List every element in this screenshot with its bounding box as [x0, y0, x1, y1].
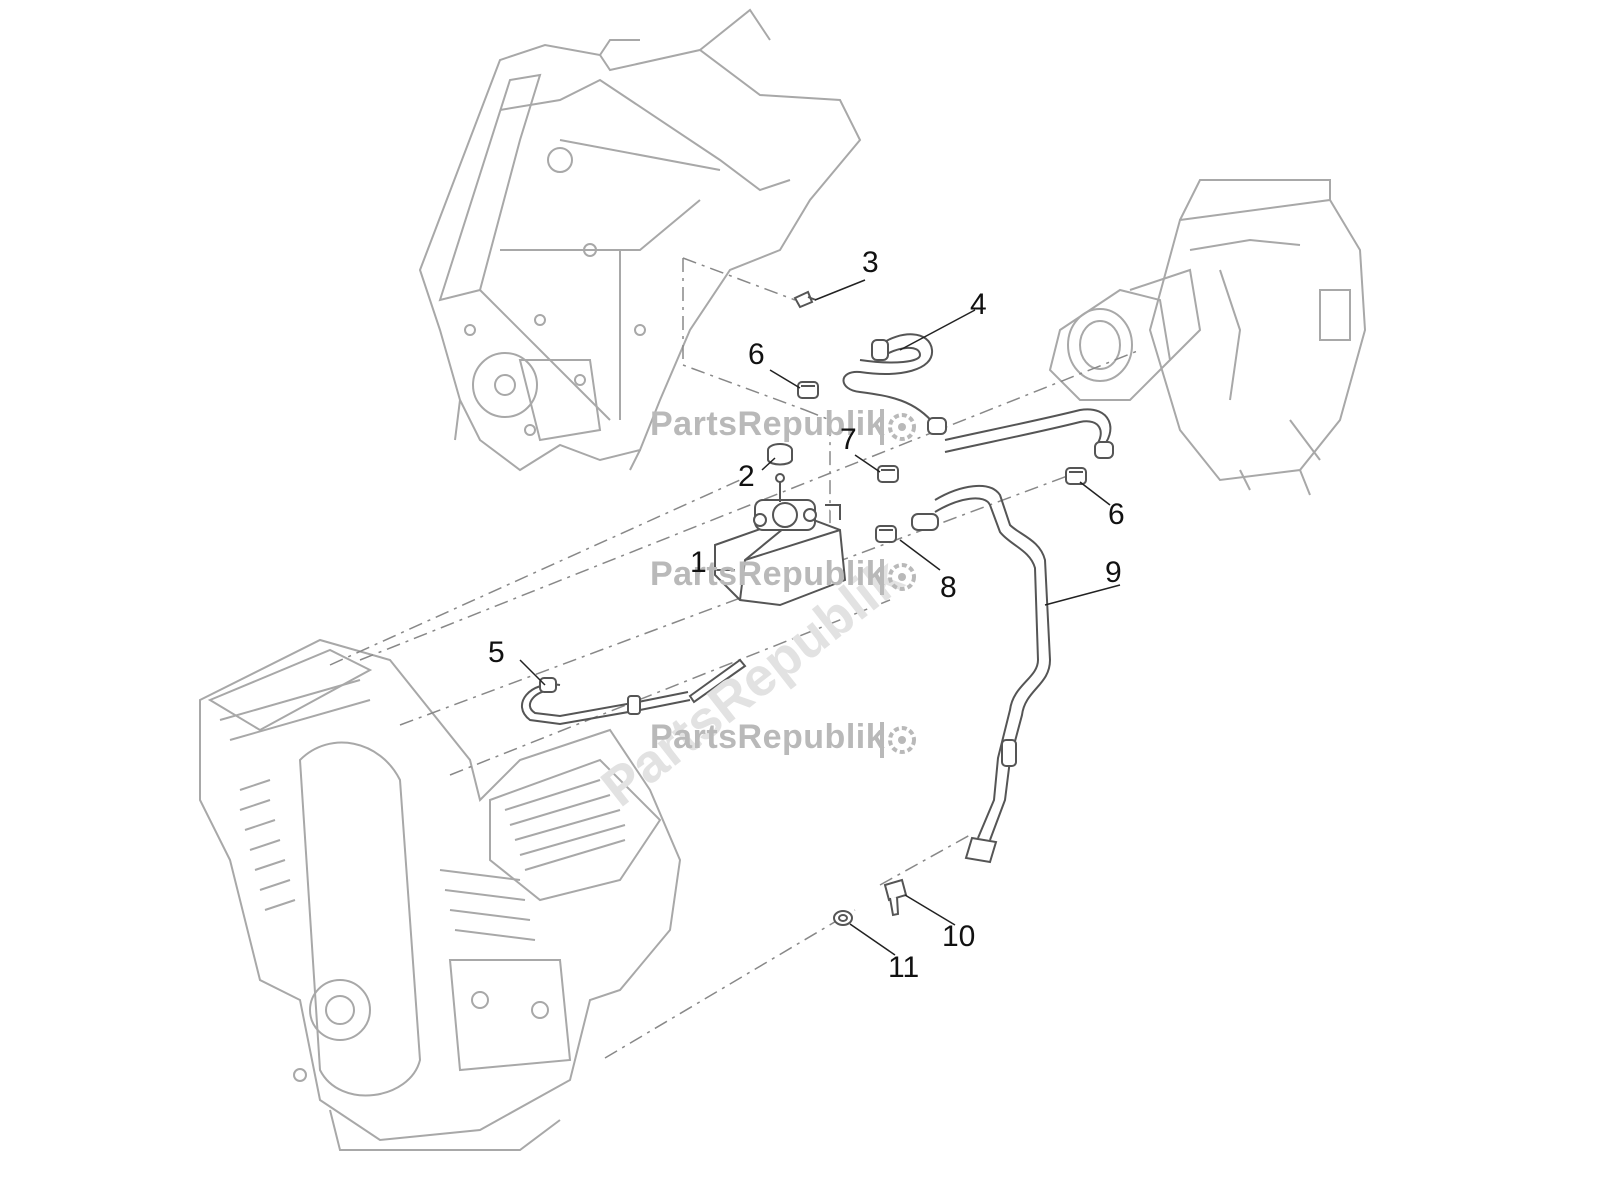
part-8-clamp [875, 525, 897, 543]
callout-7: 7 [840, 423, 857, 456]
engine [199, 638, 682, 1151]
assembly-lines [329, 257, 1141, 1059]
callout-6-lower: 6 [1108, 498, 1125, 531]
callout-10: 10 [942, 920, 976, 953]
callout-5: 5 [488, 636, 505, 669]
callout-2: 2 [738, 460, 755, 493]
part-7-clamp [877, 465, 899, 483]
callout-6-upper: 6 [748, 338, 765, 371]
callout-3: 3 [862, 246, 879, 279]
part-3-screw [793, 290, 817, 309]
part-10-bolt [883, 878, 908, 917]
part-2-grommet [767, 443, 793, 466]
gear-icon [880, 409, 916, 445]
watermark-3: PartsRepublik [650, 718, 886, 756]
part-11-washer [833, 910, 853, 926]
watermark-1: PartsRepublik [650, 405, 886, 443]
part-6-clamp-upper [797, 381, 819, 399]
airbox [1048, 179, 1367, 496]
part-5-hose [520, 658, 747, 726]
hose-stub [911, 513, 939, 531]
part-1-valve-body [714, 473, 847, 607]
hose-upper-right [944, 408, 1114, 459]
gear-icon [880, 722, 916, 758]
callout-1: 1 [690, 546, 707, 579]
callout-8: 8 [940, 571, 957, 604]
leader-lines [519, 279, 1121, 956]
watermark-2: PartsRepublik [650, 555, 886, 593]
part-4-hose [842, 333, 947, 435]
part-9-hose [934, 484, 1052, 864]
callout-9: 9 [1105, 556, 1122, 589]
callout-11: 11 [888, 951, 920, 984]
callout-4: 4 [970, 288, 987, 321]
part-6-clamp-lower [1065, 467, 1087, 485]
frame-section [418, 8, 862, 472]
gear-icon [880, 559, 916, 595]
